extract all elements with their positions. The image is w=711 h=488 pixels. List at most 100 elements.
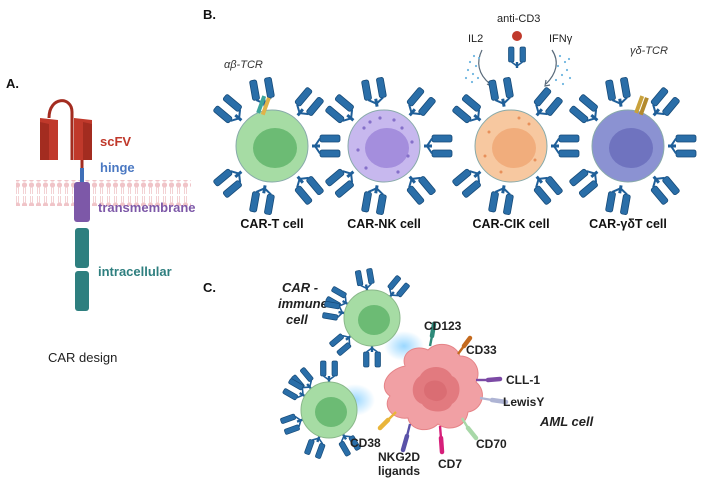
- antigen-head: [429, 321, 437, 339]
- granule: [364, 166, 368, 170]
- panel-c-label: C.: [203, 280, 216, 295]
- car-receptor-icon: [666, 133, 698, 159]
- car-receptor-icon: [359, 75, 390, 111]
- antigen-lewisy: LewisY: [479, 395, 544, 409]
- antigen-head: [377, 417, 391, 431]
- antigen-label: CD7: [438, 457, 462, 471]
- granule: [533, 158, 537, 162]
- antigen-head: [438, 435, 445, 455]
- antigen-head: [461, 335, 473, 349]
- granule: [378, 116, 382, 120]
- car-receptor-icon: [287, 168, 326, 207]
- antigen-cll-1: CLL-1: [476, 373, 540, 387]
- intracellular-label: intracellular: [98, 264, 172, 279]
- car-receptor-icon: [567, 92, 606, 131]
- car-design-caption: CAR design: [48, 350, 117, 365]
- car-immune-cell: [321, 267, 412, 369]
- cell-nucleus: [253, 128, 297, 168]
- cell-nucleus: [315, 397, 347, 427]
- granule: [527, 122, 531, 126]
- antigen-cd7: CD7: [438, 425, 462, 471]
- granule: [487, 130, 491, 134]
- cell-car-cik-cell: CAR-CIK cell: [450, 75, 581, 231]
- granule: [362, 126, 366, 130]
- cell-nucleus: [492, 128, 536, 168]
- granule: [392, 118, 396, 122]
- panel-a: A. scFV hinge transmembrane intracellula…: [6, 76, 196, 365]
- antigen-label: CD70: [476, 437, 507, 451]
- aml-cell-label: AML cell: [539, 414, 594, 429]
- car-receptor-icon: [450, 92, 489, 131]
- antigen-label: CD123: [424, 319, 462, 333]
- car-receptor-icon: [310, 133, 342, 159]
- cell-name-label: CAR-NK cell: [347, 217, 421, 231]
- panel-b-label: B.: [203, 7, 216, 22]
- antigen-head: [485, 376, 503, 383]
- car-receptor-icon: [643, 168, 682, 207]
- antigen-cd70: CD70: [460, 417, 507, 451]
- cell-name-label: CAR-γδT cell: [589, 217, 667, 231]
- car-receptor-icon: [323, 161, 362, 200]
- hinge-label: hinge: [100, 160, 135, 175]
- cell-name-label: CAR-CIK cell: [472, 217, 549, 231]
- car-receptor-icon: [603, 75, 634, 111]
- granule: [396, 170, 400, 174]
- cell-nucleus: [609, 128, 653, 168]
- car-receptor-icon: [399, 168, 438, 207]
- panel-a-label: A.: [6, 76, 19, 91]
- cell-name-label: CAR-T cell: [240, 217, 303, 231]
- car-receptor-icon: [422, 133, 454, 159]
- intracellular-domain-1: [75, 228, 89, 268]
- cell-car-t-cell: αβ-TCR CAR-T cell: [211, 59, 342, 231]
- receptor-label: γδ-TCR: [630, 45, 668, 57]
- cell-nucleus: [358, 305, 390, 335]
- immune-cell-label-line2: immune: [278, 296, 328, 311]
- immune-cell-label-line3: cell: [286, 312, 308, 327]
- intracellular-domain-2: [75, 271, 89, 311]
- granule: [499, 170, 503, 174]
- antigen-label: CLL-1: [506, 373, 540, 387]
- cell-nucleus: [365, 128, 409, 168]
- il2-arrow-icon: [478, 49, 491, 85]
- granule: [400, 126, 404, 130]
- granule: [517, 116, 521, 120]
- panel-c: C. CAR - immune cell CD123CD33CLL-1Lewis…: [203, 267, 594, 478]
- car-receptor-icon: [211, 92, 250, 131]
- car-receptor-icon: [359, 181, 390, 217]
- tcr-icon: [256, 95, 271, 116]
- car-receptor-icon: [450, 161, 489, 200]
- car-receptor-icon: [526, 168, 565, 207]
- transmembrane-label: transmembrane: [98, 200, 196, 215]
- antigen-head: [465, 425, 479, 441]
- transmembrane-domain: [74, 182, 90, 222]
- cell-membrane: [16, 180, 191, 206]
- scfv-domain: [40, 99, 92, 168]
- antigen-label: CD33: [466, 343, 497, 357]
- immune-cell-label-line1: CAR -: [282, 280, 318, 295]
- car-receptor-icon: [567, 161, 606, 200]
- receptor-label: αβ-TCR: [224, 59, 263, 71]
- car-receptor-icon: [211, 161, 250, 200]
- antigen-cd123: CD123: [424, 319, 462, 347]
- car-receptor-icon: [399, 85, 438, 124]
- car-receptor-icon: [362, 344, 382, 369]
- car-immune-cell: [278, 359, 363, 461]
- car-receptor-icon: [486, 181, 517, 217]
- antigen-label: CD38: [350, 436, 381, 450]
- cytokine-dots: [464, 54, 572, 86]
- il2-label: IL2: [468, 33, 483, 45]
- car-receptor-icon: [323, 92, 362, 131]
- car-receptor-icon: [287, 85, 326, 124]
- anti-cd3-bead-icon: [512, 31, 522, 41]
- granule: [356, 148, 360, 152]
- antigen-cd38: CD38: [350, 411, 397, 450]
- anti-cd3-antibody-icon: [507, 45, 527, 70]
- cell-car-t-cell: γδ-TCR CAR-γδT cell: [567, 45, 698, 231]
- car-receptor-icon: [526, 85, 565, 124]
- antigen-label: LewisY: [503, 395, 544, 409]
- ifng-arrow-icon: [545, 49, 557, 85]
- tcr-icon: [634, 95, 649, 116]
